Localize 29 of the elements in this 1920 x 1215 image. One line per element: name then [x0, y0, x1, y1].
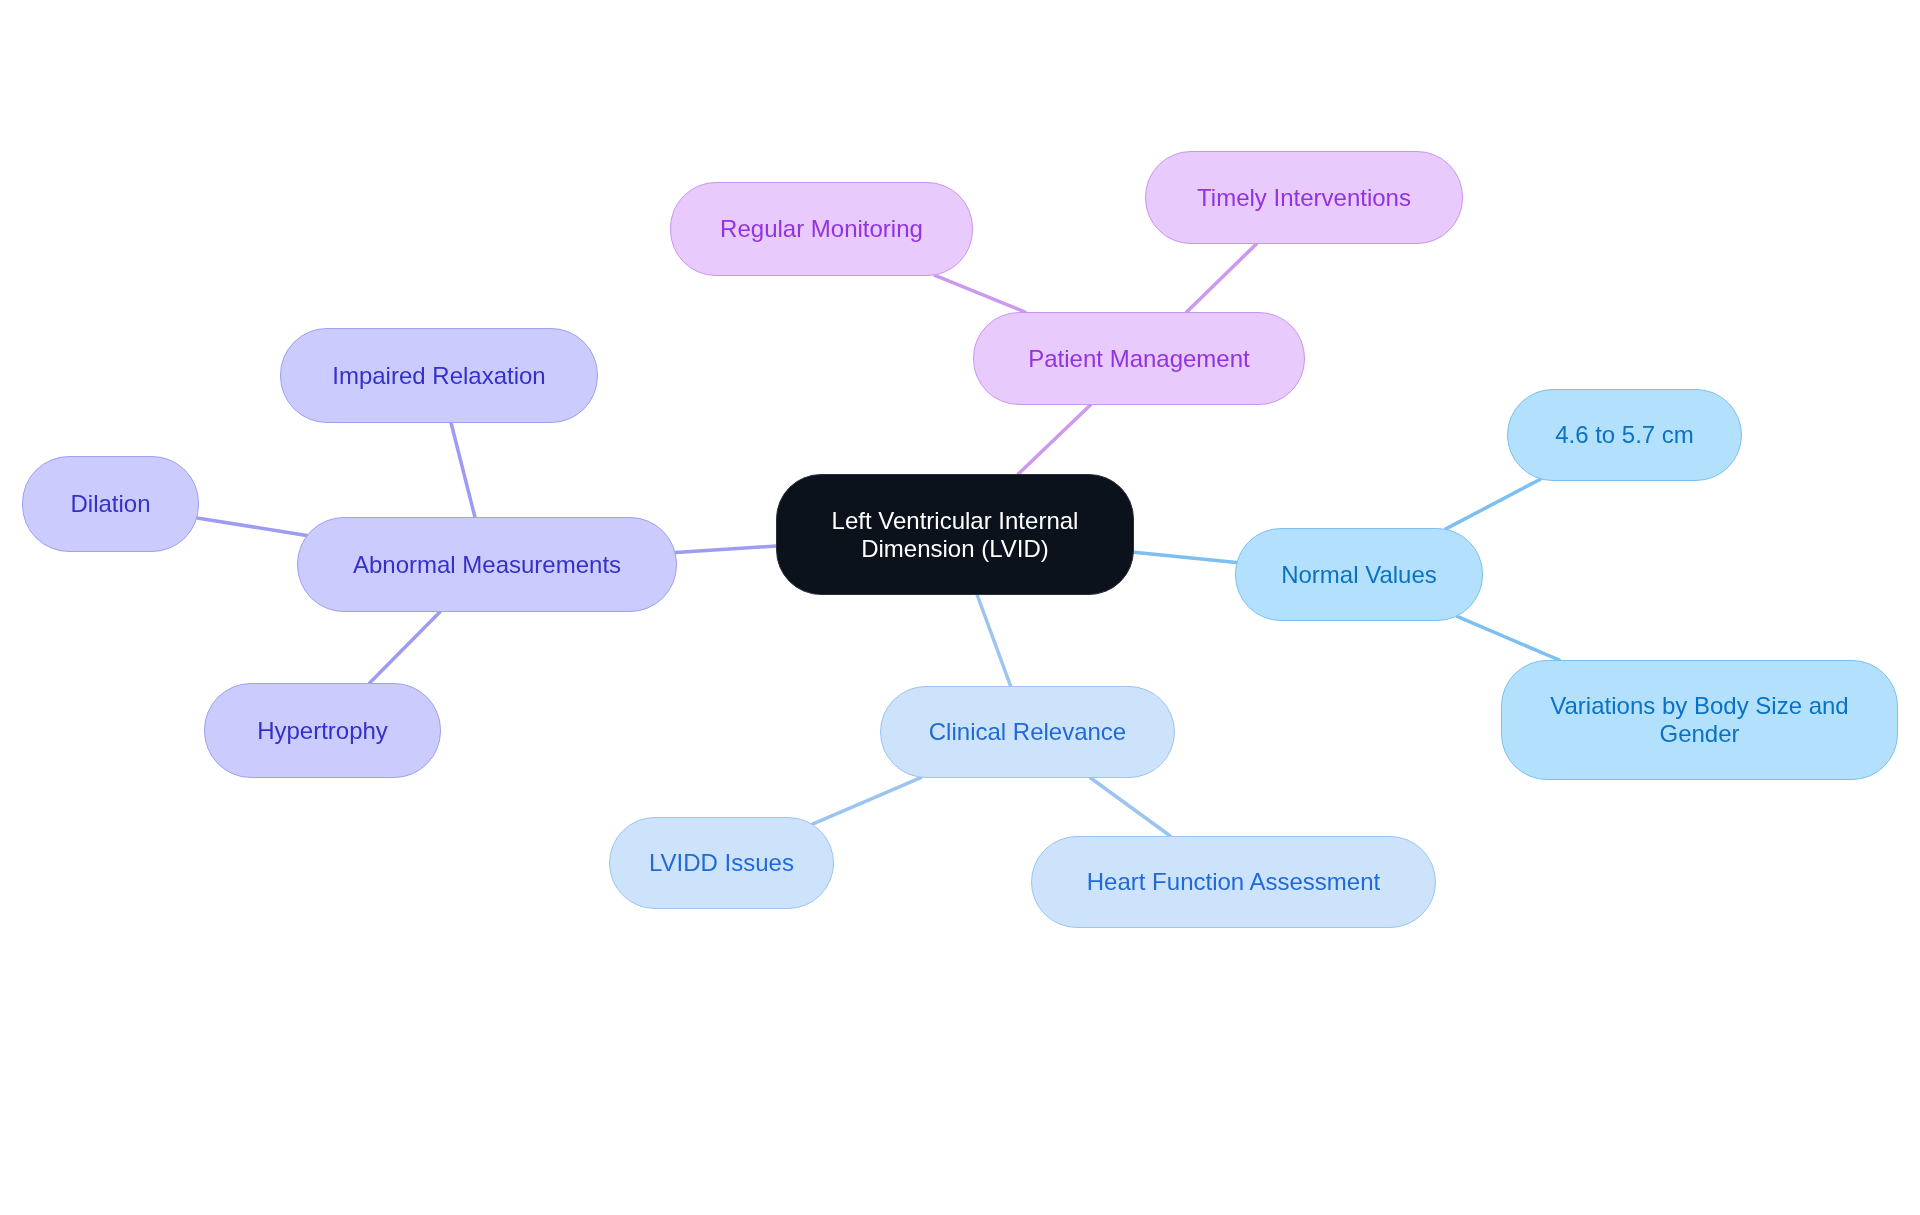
connector-line: [1184, 242, 1259, 314]
connector-line: [1016, 403, 1093, 476]
connector-line: [449, 421, 477, 519]
node-label: Hypertrophy: [257, 716, 388, 745]
node-label: 4.6 to 5.7 cm: [1555, 421, 1694, 449]
connector-line: [367, 610, 442, 685]
node-label: Clinical Relevance: [928, 718, 1127, 746]
node-label: Regular Monitoring: [720, 215, 923, 243]
connector-line: [673, 544, 778, 555]
node-label: Timely Interventions: [1197, 183, 1411, 212]
node-label: Patient Management: [1028, 344, 1250, 373]
central-topic-box: [776, 474, 1134, 595]
node-label: Abnormal Measurements: [352, 550, 622, 579]
node-label: Dilation: [70, 490, 151, 518]
connector-line: [1132, 550, 1239, 565]
node-label: Heart Function Assessment: [1086, 868, 1381, 896]
connector-line: [975, 593, 1013, 688]
connector-line: [1444, 477, 1543, 531]
node-label: Normal Values: [1281, 560, 1437, 589]
connector-line: [933, 273, 1027, 314]
connector-line: [195, 516, 309, 538]
connector-line: [810, 775, 923, 826]
node-label: Left Ventricular Internal Dimension (LVID): [830, 506, 1080, 563]
node-label: Impaired Relaxation: [332, 361, 546, 390]
node-label: Variations by Body Size and Gender: [1549, 692, 1850, 748]
leaf-pill: [1501, 660, 1898, 780]
node-label: LVIDD Issues: [649, 849, 794, 877]
connector-line: [1455, 614, 1561, 662]
connector-line: [1088, 776, 1173, 838]
